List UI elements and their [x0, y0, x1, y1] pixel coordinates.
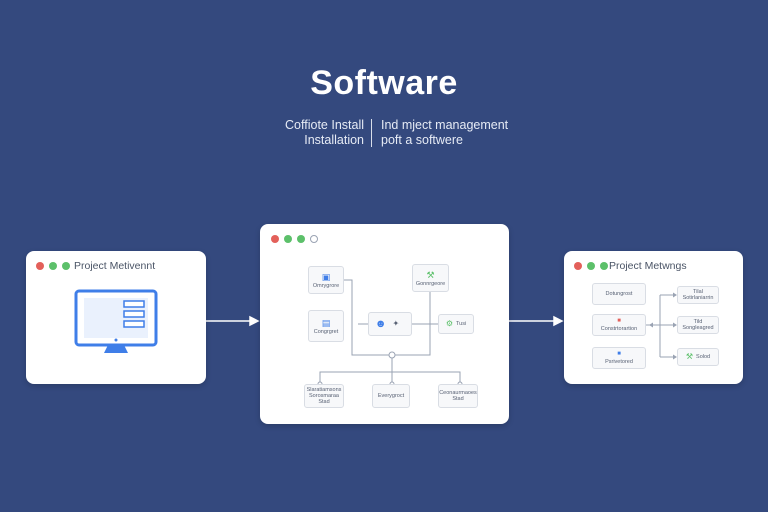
right-window-title: Project Metwngs	[609, 260, 687, 272]
box-icon: ■	[617, 351, 621, 357]
right-node-right-top[interactable]: Tilal Sotirlaniarrin	[677, 286, 719, 304]
right-node-left-top[interactable]: Dotungrost	[592, 283, 646, 305]
node-label: Solod	[696, 354, 711, 360]
node-label: Everygroct	[377, 393, 405, 399]
node-label: Constrtorartion	[600, 326, 638, 332]
node-label-3: Stad	[318, 399, 330, 405]
maximize-dot[interactable]	[600, 262, 608, 270]
right-flow-lines	[646, 292, 677, 360]
node-label: Tilal	[693, 289, 703, 295]
node-label: Omrygrore	[312, 282, 340, 289]
maximize-dot[interactable]	[62, 262, 70, 270]
window-controls	[271, 235, 318, 243]
right-node-left-bottom[interactable]: ■ Psrivetored	[592, 347, 646, 369]
node-mid-left[interactable]: ▤ Congrgret	[308, 310, 344, 342]
subtitle-left-line2: Installation	[304, 133, 364, 147]
node-label: Psrivetored	[605, 359, 633, 365]
node-top-left[interactable]: ▣ Omrygrore	[308, 266, 344, 294]
subtitle-right-line1: Ind mject management	[381, 118, 509, 132]
minimize-dot[interactable]	[587, 262, 595, 270]
node-label-2: Sotirlaniarrin	[682, 295, 714, 301]
window-controls	[36, 262, 70, 270]
node-bottom-right[interactable]: Ceonaurmaoes Stad	[438, 384, 478, 408]
subtitle-right: Ind mject management poft a softwere	[381, 118, 508, 148]
close-dot[interactable]	[574, 262, 582, 270]
node-top-right[interactable]: ⚒ Gonnrgeore	[412, 264, 449, 292]
arrow-head-center-to-right	[553, 315, 564, 327]
node-label-2: Stad	[452, 396, 464, 402]
right-window: Project Metwngs Dotungrost ■ Constrtorar…	[564, 251, 743, 384]
right-node-left-mid[interactable]: ■ Constrtorartion	[592, 314, 646, 336]
node-label: Gonnrgeore	[415, 280, 446, 287]
package-icon: ▣	[321, 271, 331, 282]
wrench-icon: ⚒	[685, 351, 694, 361]
monitor-icon	[74, 289, 158, 353]
node-label: Ceonaurmaoes	[439, 390, 477, 396]
alert-icon: ■	[617, 318, 621, 324]
subtitle-divider	[371, 119, 372, 147]
user-icon: ☻	[374, 317, 387, 330]
center-window: ▣ Omrygrore ⚒ Gonnrgeore ▤ Congrgret ☻ ✦…	[260, 224, 509, 424]
node-label: Congrgret	[313, 328, 339, 335]
gear-icon: ⚙	[445, 318, 453, 328]
node-label-2: Sorosmaraa	[309, 393, 339, 399]
subtitle-left-line1: Coffiote Install	[285, 118, 364, 132]
node-label: Tild	[693, 319, 703, 325]
page-title: Software	[310, 64, 458, 102]
subtitle-left: Coffiote Install Installation	[285, 118, 364, 148]
left-window: Project Metivennt	[26, 251, 206, 384]
node-mid-right[interactable]: ⚙ Tusi	[438, 314, 474, 334]
close-dot[interactable]	[271, 235, 279, 243]
document-icon: ▤	[321, 317, 331, 328]
window-controls	[574, 262, 608, 270]
node-label: Dotungrost	[605, 291, 633, 297]
minimize-dot[interactable]	[49, 262, 57, 270]
minimize-dot[interactable]	[284, 235, 292, 243]
subtitle-right-line2: poft a softwere	[381, 133, 463, 147]
arrow-head-left-to-center	[249, 315, 260, 327]
right-node-right-mid[interactable]: Tild Songleagred	[677, 316, 719, 334]
maximize-dot[interactable]	[297, 235, 305, 243]
node-bottom-center[interactable]: Everygroct	[372, 384, 410, 408]
extra-dot[interactable]	[310, 235, 318, 243]
node-label: Tusi	[455, 321, 467, 327]
node-label-2: Songleagred	[682, 325, 714, 331]
node-mid-center[interactable]: ☻ ✦	[368, 312, 412, 336]
sparkle-icon: ✦	[392, 319, 400, 328]
close-dot[interactable]	[36, 262, 44, 270]
node-bottom-left[interactable]: Slaratiamsons Sorosmaraa Stad	[304, 384, 344, 408]
node-label: Slaratiamsons	[306, 387, 342, 393]
left-window-title: Project Metivennt	[74, 260, 156, 272]
right-node-right-bottom[interactable]: ⚒ Solod	[677, 348, 719, 366]
wrench-icon: ⚒	[426, 269, 435, 280]
subtitle: Coffiote Install Installation Ind mject …	[0, 118, 768, 150]
